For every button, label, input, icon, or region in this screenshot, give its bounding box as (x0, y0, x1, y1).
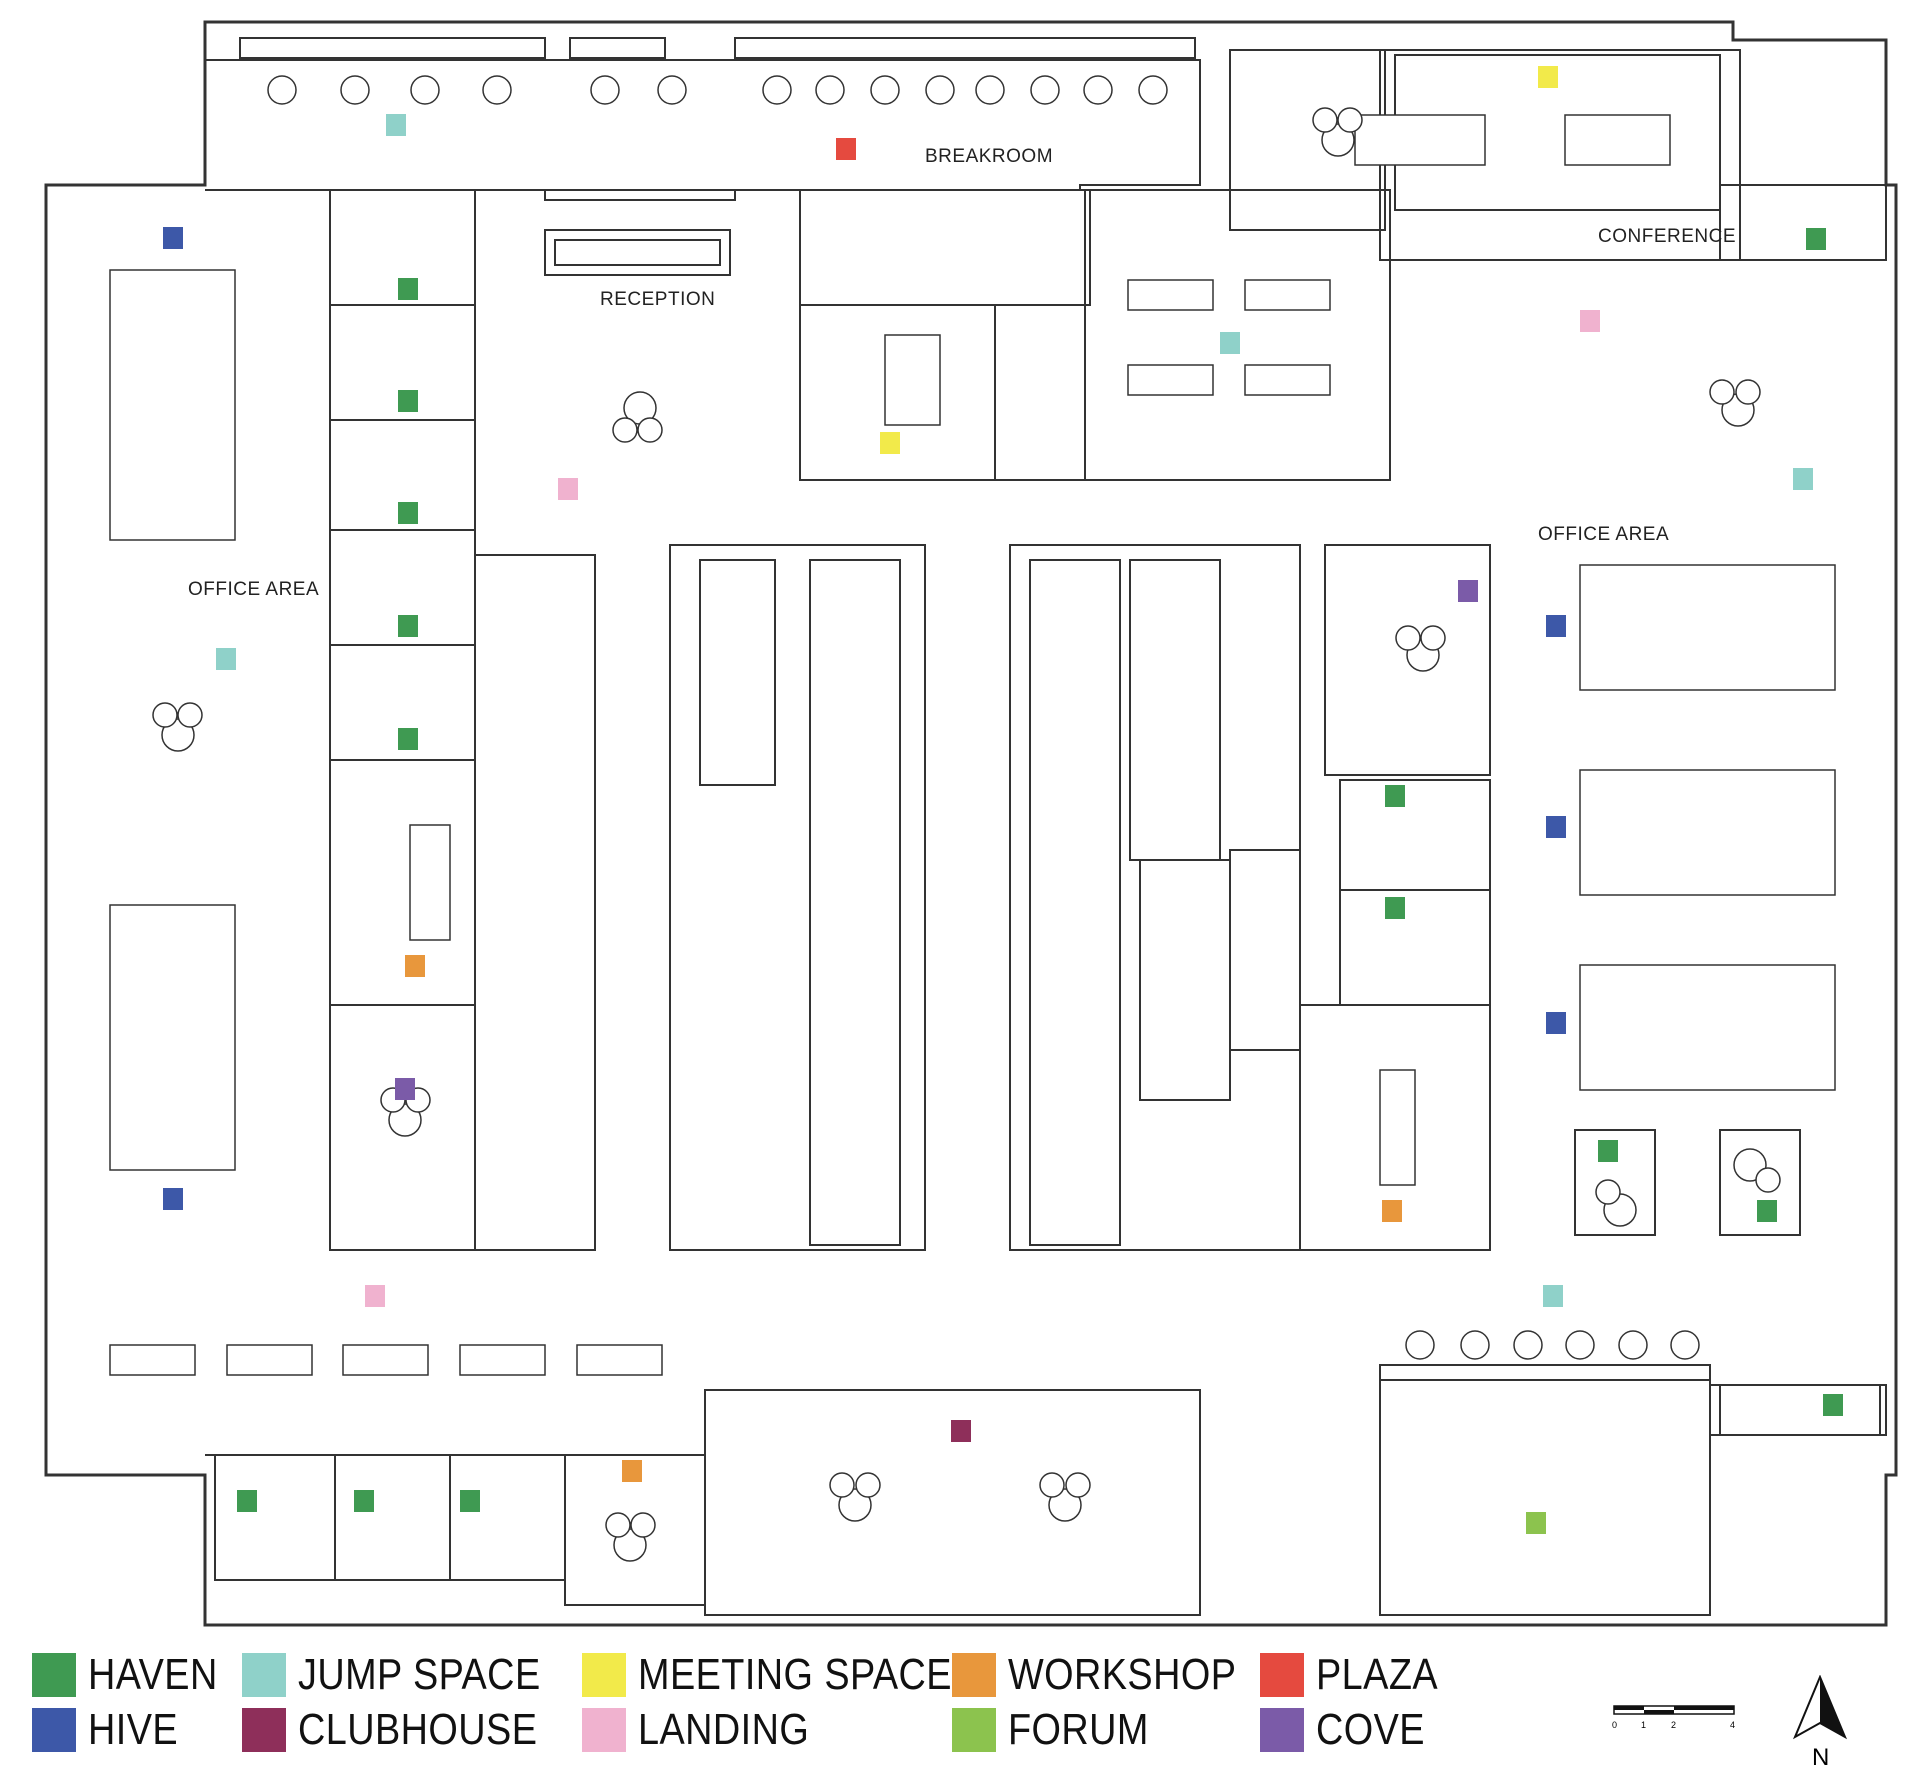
marker-landing (1580, 310, 1600, 332)
legend-item-landing: LANDING (582, 1705, 837, 1755)
legend-label: HAVEN (88, 1650, 218, 1699)
marker-haven (398, 390, 418, 412)
marker-haven (460, 1490, 480, 1512)
legend-item-clubhouse: CLUBHOUSE (242, 1705, 576, 1755)
legend-item-hive: HIVE (32, 1705, 193, 1755)
legend-swatch-meeting-space (582, 1653, 626, 1697)
legend-label: HIVE (88, 1705, 179, 1754)
marker-landing (558, 478, 578, 500)
marker-workshop (622, 1460, 642, 1482)
legend-label: FORUM (1008, 1705, 1149, 1754)
marker-hive (1546, 816, 1566, 838)
marker-jump-space (1220, 332, 1240, 354)
legend-swatch-haven (32, 1653, 76, 1697)
legend-label: JUMP SPACE (298, 1650, 541, 1699)
legend-swatch-jump-space (242, 1653, 286, 1697)
marker-clubhouse (951, 1420, 971, 1442)
legend-swatch-workshop (952, 1653, 996, 1697)
legend-swatch-plaza (1260, 1653, 1304, 1697)
north-label: N (1812, 1744, 1829, 1770)
room-label-reception: RECEPTION (600, 289, 715, 310)
marker-haven (237, 1490, 257, 1512)
legend-swatch-cove (1260, 1708, 1304, 1752)
marker-cove (395, 1078, 415, 1100)
marker-haven (354, 1490, 374, 1512)
scale-tick-label: 2 (1671, 1720, 1676, 1730)
marker-haven (398, 615, 418, 637)
room-label-conference: CONFERENCE (1598, 226, 1736, 247)
marker-jump-space (216, 648, 236, 670)
legend-item-cove: COVE (1260, 1705, 1443, 1755)
marker-jump-space (1543, 1285, 1563, 1307)
floor-plan: BREAKROOM RECEPTION CONFERENCE OFFICE AR… (44, 20, 1898, 1627)
marker-workshop (1382, 1200, 1402, 1222)
marker-hive (163, 1188, 183, 1210)
legend-label: COVE (1316, 1705, 1425, 1754)
marker-landing (365, 1285, 385, 1307)
building-outline (44, 20, 1898, 1627)
marker-hive (1546, 615, 1566, 637)
marker-haven (1806, 228, 1826, 250)
marker-hive (163, 227, 183, 249)
marker-plaza (836, 138, 856, 160)
room-label-office-area-east: OFFICE AREA (1538, 524, 1669, 545)
legend-item-meeting-space: MEETING SPACE (582, 1650, 1003, 1700)
scale-tick-label: 4 (1730, 1720, 1735, 1730)
marker-haven (398, 502, 418, 524)
marker-haven (1385, 897, 1405, 919)
legend-label: PLAZA (1316, 1650, 1439, 1699)
marker-meeting-space (880, 432, 900, 454)
marker-hive (1546, 1012, 1566, 1034)
marker-cove (1458, 580, 1478, 602)
room-label-breakroom: BREAKROOM (925, 146, 1053, 167)
legend-label: CLUBHOUSE (298, 1705, 538, 1754)
legend-label: MEETING SPACE (638, 1650, 952, 1699)
marker-jump-space (1793, 468, 1813, 490)
legend-swatch-landing (582, 1708, 626, 1752)
room-label-office-area-west: OFFICE AREA (188, 579, 319, 600)
legend-item-plaza: PLAZA (1260, 1650, 1458, 1700)
scale-tick-label: 1 (1641, 1720, 1646, 1730)
legend-swatch-forum (952, 1708, 996, 1752)
legend: HAVEN HIVE JUMP SPACE CLUBHOUSE MEETING … (32, 1650, 1512, 1768)
legend-label: WORKSHOP (1008, 1650, 1237, 1699)
legend-swatch-clubhouse (242, 1708, 286, 1752)
north-arrow-icon: N (1792, 1675, 1848, 1770)
marker-haven (1598, 1140, 1618, 1162)
marker-workshop (405, 955, 425, 977)
scale-tick-label: 0 (1612, 1720, 1617, 1730)
legend-item-haven: HAVEN (32, 1650, 239, 1700)
legend-label: LANDING (638, 1705, 810, 1754)
marker-meeting-space (1538, 66, 1558, 88)
marker-jump-space (386, 114, 406, 136)
scale-bar-icon: 0 1 2 4 (1612, 1705, 1735, 1730)
marker-haven (1385, 785, 1405, 807)
legend-swatch-hive (32, 1708, 76, 1752)
marker-haven (398, 728, 418, 750)
marker-haven (1757, 1200, 1777, 1222)
legend-item-jump-space: JUMP SPACE (242, 1650, 580, 1700)
marker-forum (1526, 1512, 1546, 1534)
marker-haven (1823, 1394, 1843, 1416)
legend-item-forum: FORUM (952, 1705, 1172, 1755)
legend-item-workshop: WORKSHOP (952, 1650, 1274, 1700)
marker-haven (398, 278, 418, 300)
